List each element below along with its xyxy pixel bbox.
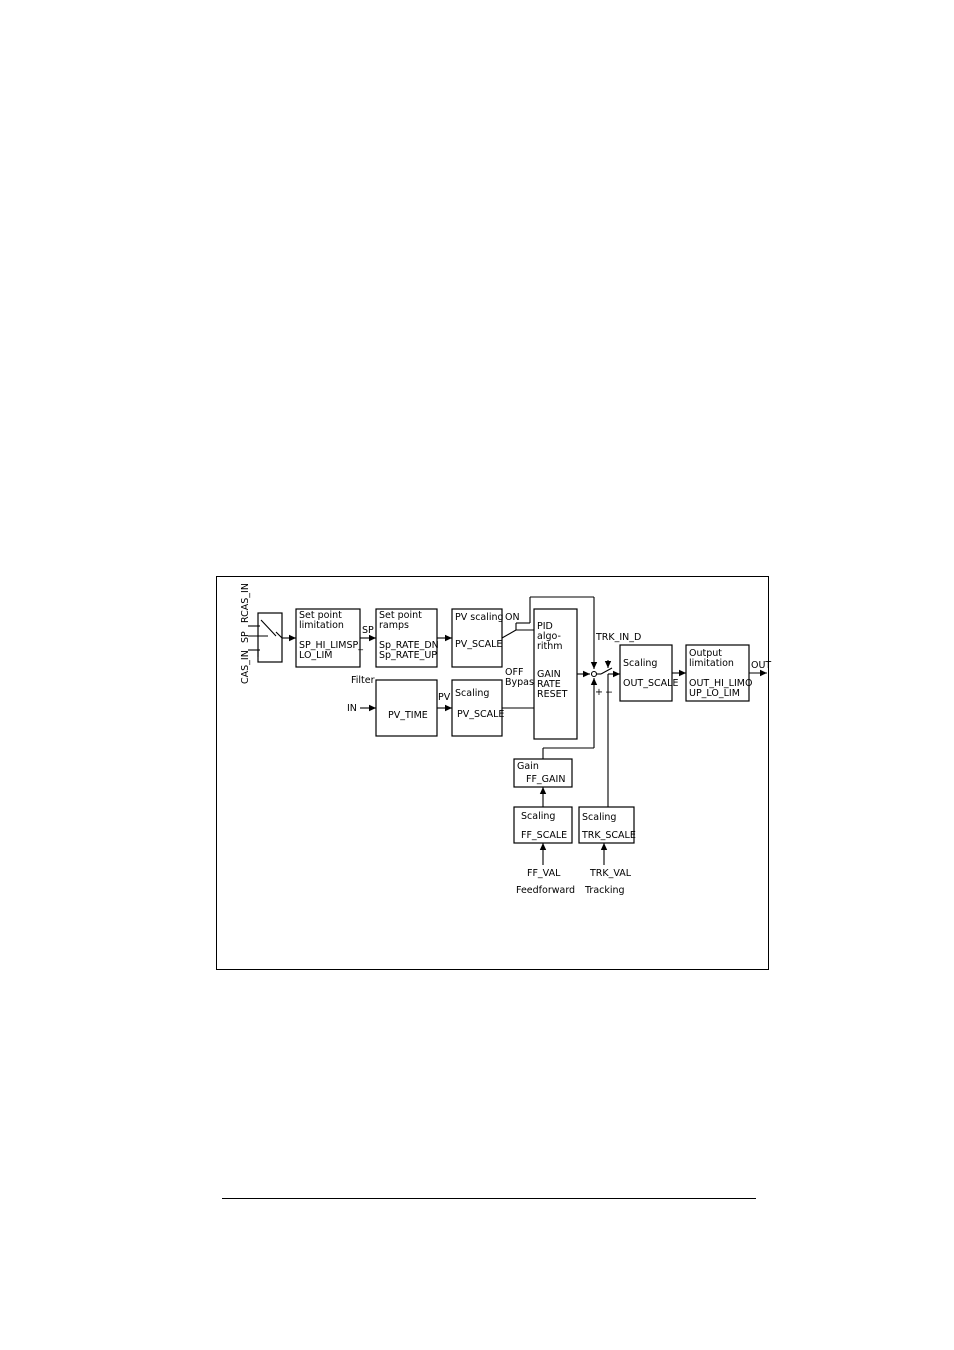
svg-text:SP_HI_LIMSP_: SP_HI_LIMSP_	[299, 640, 363, 651]
summing-node	[590, 670, 598, 678]
svg-text:RESET: RESET	[537, 689, 568, 700]
pv-signal-label: PV	[438, 692, 451, 703]
svg-text:Output: Output	[689, 648, 722, 659]
svg-text:Scaling: Scaling	[623, 658, 657, 669]
ff-gain-block: Gain FF_GAIN	[513, 758, 573, 788]
svg-text:limitation: limitation	[299, 620, 344, 631]
out-label: OUT	[751, 660, 771, 671]
bypass-switch	[501, 596, 598, 669]
svg-text:limitation: limitation	[689, 658, 734, 669]
on-label: ON	[505, 612, 520, 623]
minus-sign: −	[605, 687, 613, 698]
svg-text:OUT_SCALE: OUT_SCALE	[623, 678, 678, 689]
svg-text:Sp_RATE_UP: Sp_RATE_UP	[379, 650, 437, 661]
pv-scaling-block: PV scaling PV_SCALE	[451, 608, 504, 668]
svg-text:Set point: Set point	[299, 610, 342, 621]
out-scaling-block: Scaling OUT_SCALE	[619, 644, 678, 702]
svg-text:RATE: RATE	[537, 679, 561, 690]
svg-text:GAIN: GAIN	[537, 669, 561, 680]
tracking-switch	[597, 660, 620, 807]
svg-text:PV scaling: PV scaling	[455, 612, 504, 623]
plus-sign: +	[595, 687, 603, 698]
bypass-label: Bypass	[505, 677, 539, 688]
svg-text:ramps: ramps	[379, 620, 409, 631]
ff-scaling-block: Scaling FF_SCALE	[513, 806, 573, 844]
feedforward-label: Feedforward	[516, 885, 575, 896]
svg-text:algo-: algo-	[537, 631, 561, 642]
off-label: OFF	[505, 667, 523, 678]
switch-box	[257, 612, 283, 663]
figure-frame	[216, 576, 769, 970]
svg-text:TRK_SCALE: TRK_SCALE	[581, 830, 636, 841]
svg-text:LO_LIM: LO_LIM	[299, 650, 332, 661]
svg-text:Scaling: Scaling	[455, 688, 489, 699]
svg-text:UP_LO_LIM: UP_LO_LIM	[689, 688, 740, 699]
filter-label: Filter	[351, 675, 375, 686]
trk-scaling-block: Scaling TRK_SCALE	[578, 806, 636, 844]
svg-text:rithm: rithm	[537, 641, 563, 652]
in-label: IN	[347, 703, 357, 714]
svg-text:Gain: Gain	[517, 761, 539, 772]
svg-text:PV_SCALE: PV_SCALE	[457, 709, 504, 720]
output-limitation-block: Output limitation OUT_HI_LIMO UP_LO_LIM	[685, 644, 752, 702]
svg-text:PV_SCALE: PV_SCALE	[455, 639, 502, 650]
pid-algorithm-block: PID algo- rithm GAIN RATE RESET	[533, 608, 578, 740]
tracking-label: Tracking	[584, 885, 625, 896]
setpoint-source-switch	[248, 612, 283, 663]
cas-in-label: CAS_IN	[240, 650, 251, 684]
sp-input-label: SP	[240, 631, 251, 643]
svg-text:Sp_RATE_DN: Sp_RATE_DN	[379, 640, 439, 651]
trk-val-label: TRK_VAL	[589, 868, 632, 879]
svg-text:FF_GAIN: FF_GAIN	[526, 774, 565, 785]
ff-val-label: FF_VAL	[527, 868, 561, 879]
trk-in-d-label: TRK_IN_D	[595, 632, 641, 643]
sp-signal-label: SP	[362, 625, 374, 636]
setpoint-limitation-block: Set point limitation SP_HI_LIMSP_ LO_LIM	[295, 608, 363, 668]
svg-text:OUT_HI_LIMO: OUT_HI_LIMO	[689, 678, 752, 689]
rcas-in-label: RCAS_IN	[240, 583, 251, 623]
svg-text:FF_SCALE: FF_SCALE	[521, 830, 567, 841]
setpoint-ramps-block: Set point ramps Sp_RATE_DN Sp_RATE_UP	[375, 608, 439, 668]
pv-filter-block: PV_TIME	[375, 679, 438, 737]
svg-text:PV_TIME: PV_TIME	[388, 710, 428, 721]
svg-text:Set point: Set point	[379, 610, 422, 621]
svg-text:Scaling: Scaling	[521, 811, 555, 822]
pv-input-scaling-block: Scaling PV_SCALE	[451, 679, 504, 737]
svg-text:PID: PID	[537, 621, 553, 632]
svg-text:Scaling: Scaling	[582, 812, 616, 823]
